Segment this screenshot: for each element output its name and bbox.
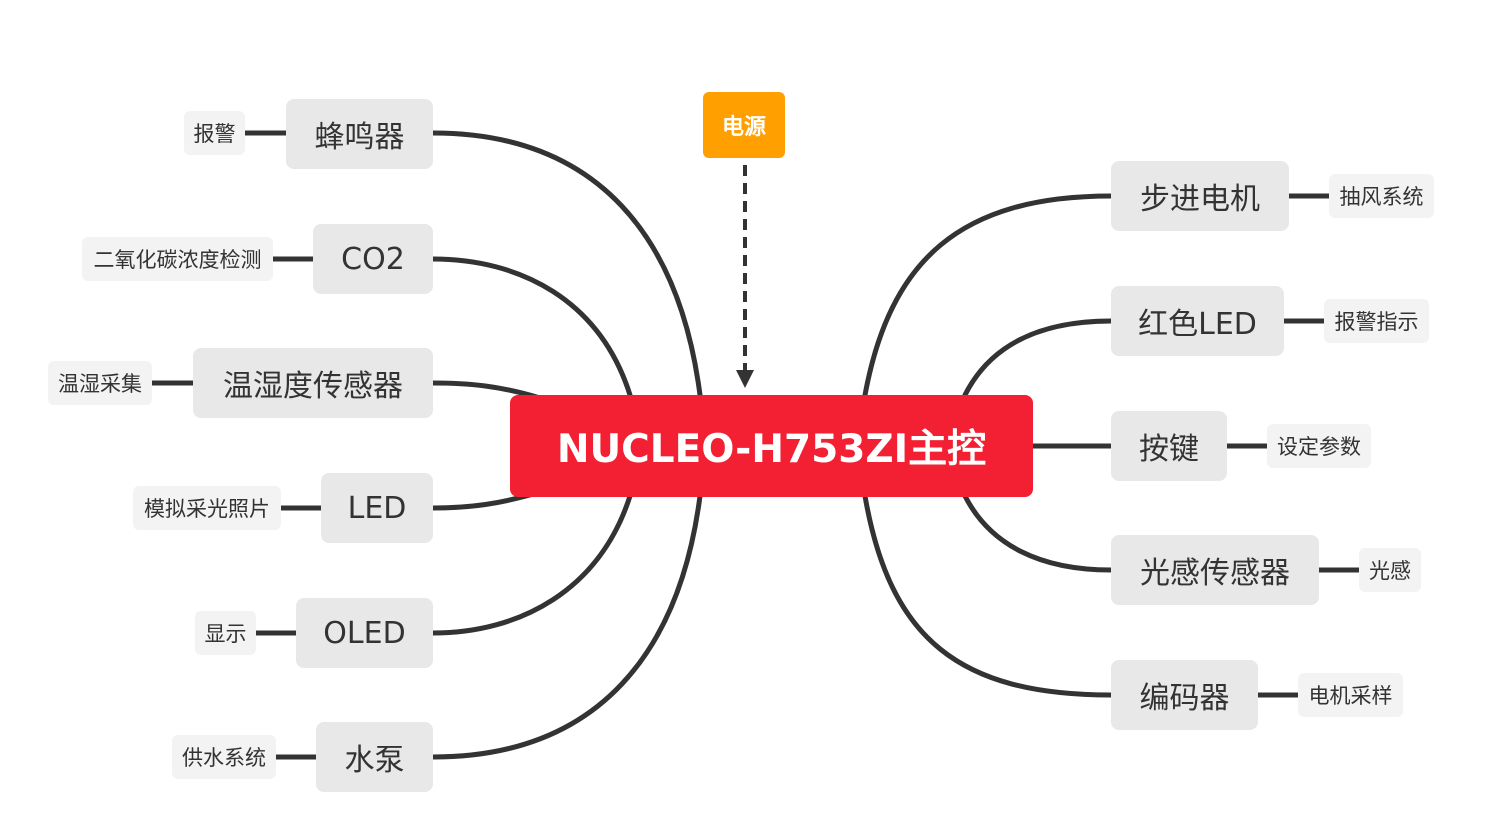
link-encoder — [862, 493, 1114, 698]
leaf-light-sense[interactable]: 光感 — [1359, 548, 1421, 592]
leaf-motor-sampling[interactable]: 电机采样 — [1298, 673, 1403, 717]
node-stepper-motor[interactable]: 步进电机 — [1111, 161, 1289, 231]
leaf-alarm-indicator[interactable]: 报警指示 — [1324, 299, 1429, 343]
power-arrow-head — [736, 370, 754, 388]
power-node[interactable]: 电源 — [703, 92, 785, 158]
leaf-ventilation[interactable]: 抽风系统 — [1329, 174, 1434, 218]
node-red-led[interactable]: 红色LED — [1111, 286, 1284, 356]
node-water-pump[interactable]: 水泵 — [316, 722, 433, 792]
link-buzzer — [430, 130, 703, 398]
node-oled[interactable]: OLED — [296, 598, 433, 668]
node-light-sensor[interactable]: 光感传感器 — [1111, 535, 1319, 605]
leaf-co2-detection[interactable]: 二氧化碳浓度检测 — [82, 237, 273, 281]
link-stepper — [862, 193, 1114, 398]
node-co2[interactable]: CO2 — [313, 224, 433, 294]
link-co2 — [430, 256, 633, 398]
node-encoder[interactable]: 编码器 — [1111, 660, 1258, 730]
link-water-pump — [430, 493, 703, 760]
leaf-set-parameters[interactable]: 设定参数 — [1267, 424, 1371, 468]
link-red-led — [962, 318, 1114, 398]
leaf-simulated-lighting[interactable]: 模拟采光照片 — [133, 486, 281, 530]
link-light-sensor — [962, 493, 1114, 573]
leaf-display[interactable]: 显示 — [195, 611, 256, 655]
leaf-temp-humidity-collection[interactable]: 温湿采集 — [48, 361, 152, 405]
leaf-alarm[interactable]: 报警 — [184, 111, 245, 155]
node-buzzer[interactable]: 蜂鸣器 — [286, 99, 433, 169]
node-led[interactable]: LED — [321, 473, 433, 543]
node-temp-humidity-sensor[interactable]: 温湿度传感器 — [193, 348, 433, 418]
link-oled — [430, 493, 633, 636]
link-temp-humidity — [430, 380, 543, 401]
center-node[interactable]: NUCLEO-H753ZI主控 — [510, 395, 1033, 497]
leaf-water-supply[interactable]: 供水系统 — [172, 735, 276, 779]
node-key[interactable]: 按键 — [1111, 411, 1227, 481]
